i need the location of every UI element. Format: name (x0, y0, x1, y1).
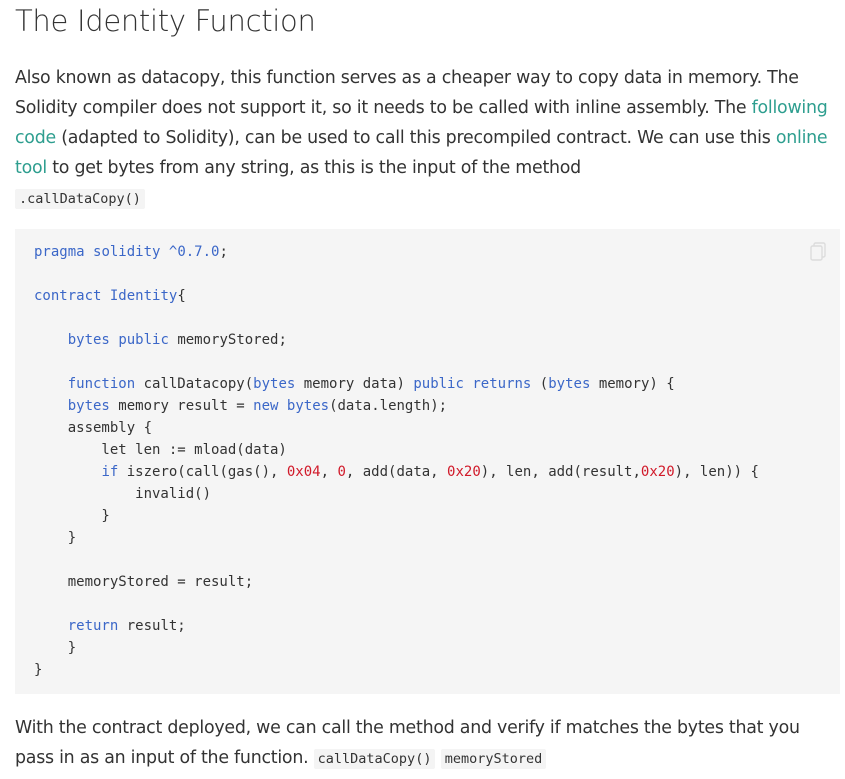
intro-text-b: (adapted to Solidity), can be used to ca… (55, 128, 776, 148)
page-title: The Identity Function (15, 4, 316, 38)
code-line: } (34, 662, 43, 678)
code-line: if iszero(call(gas(), 0x04, 0, add(data,… (101, 464, 759, 480)
code-line: let len := mload(data) (34, 442, 287, 458)
code-line: } (34, 508, 110, 524)
code-line: } (34, 640, 77, 656)
code-line: } (34, 530, 77, 546)
code-line: assembly { (34, 420, 153, 436)
outro-paragraph: With the contract deployed, we can call … (15, 713, 835, 774)
code-line: invalid() (34, 486, 212, 502)
code-line: function callDatacopy(bytes memory data)… (67, 376, 675, 392)
online-tool-link[interactable]: online tool (15, 128, 828, 178)
code-line: memoryStored = result; (34, 574, 254, 590)
code-line: bytes memory result = new bytes(data.len… (67, 398, 448, 414)
code-block[interactable]: pragma solidity ^0.7.0; contract Identit… (15, 229, 840, 694)
intro-text-c: to get bytes from any string, as this is… (46, 158, 581, 178)
code-line: contract Identity{ (34, 288, 186, 304)
copy-icon[interactable] (810, 242, 826, 262)
intro-paragraph: Also known as datacopy, this function se… (15, 63, 830, 214)
following-code-link[interactable]: following code (15, 98, 828, 148)
outro-text: With the contract deployed, we can call … (15, 718, 800, 768)
inline-code-calldatacopy: .callDataCopy() (15, 189, 145, 209)
code-content: pragma solidity ^0.7.0; contract Identit… (15, 229, 840, 681)
code-line: pragma solidity ^0.7.0; (34, 244, 228, 260)
code-line: return result; (67, 618, 186, 634)
code-line: bytes public memoryStored; (67, 332, 287, 348)
intro-text-a: Also known as datacopy, this function se… (15, 68, 799, 118)
inline-code-calldatacopy-2: callDataCopy() (313, 749, 436, 769)
inline-code-memorystored: memoryStored (440, 749, 547, 769)
